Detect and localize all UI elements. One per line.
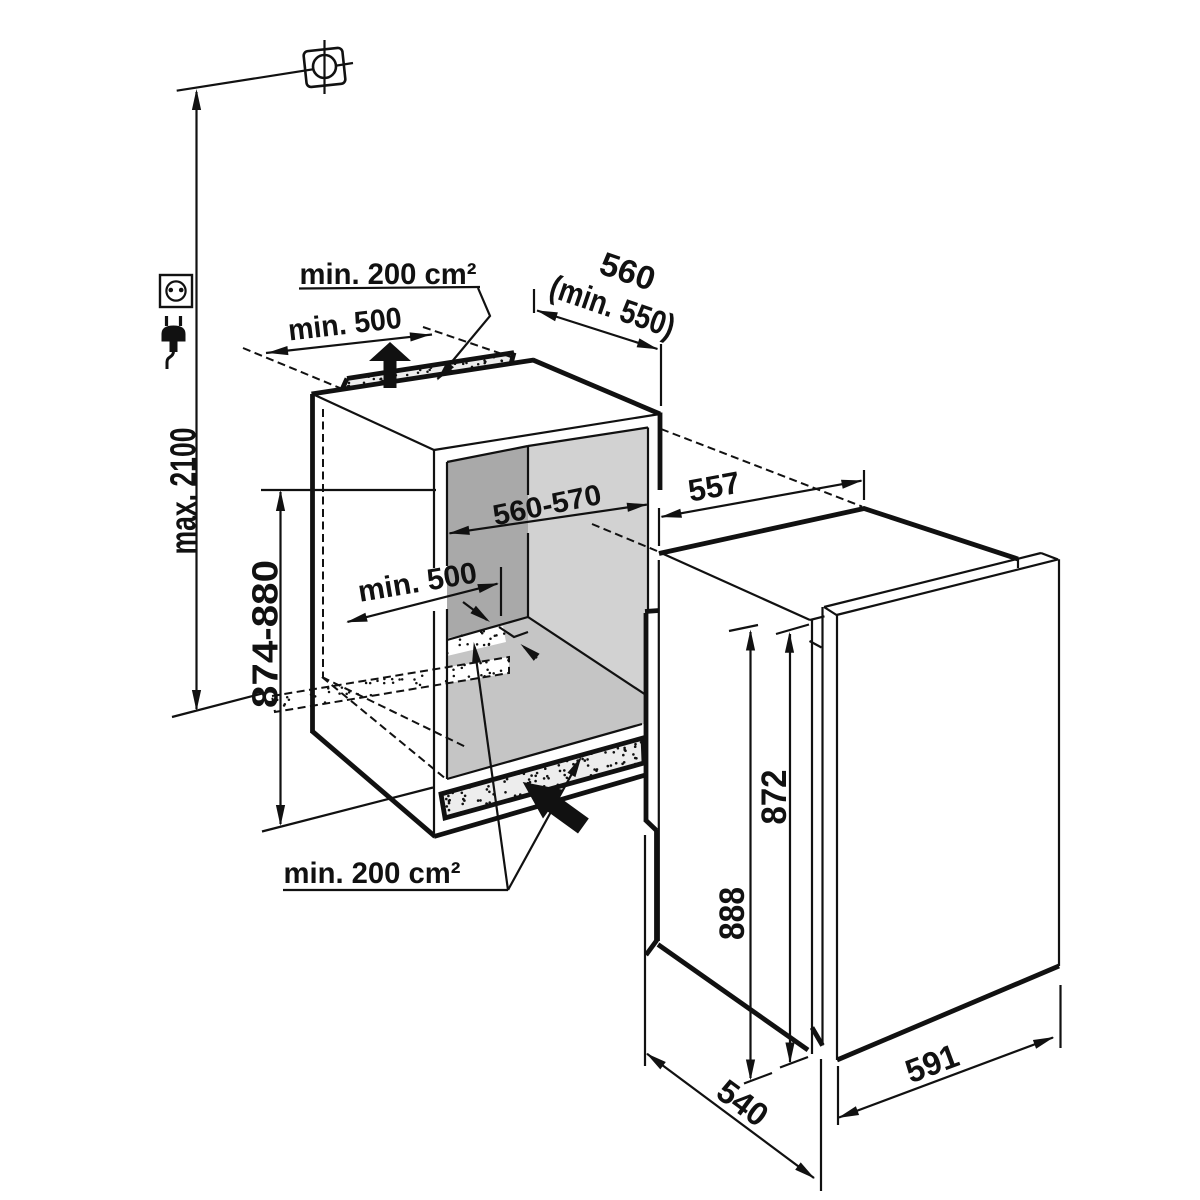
- svg-text:max. 2100: max. 2100: [163, 428, 204, 555]
- svg-text:540: 540: [710, 1072, 775, 1134]
- svg-text:872: 872: [755, 770, 794, 825]
- svg-text:min. 200 cm²: min. 200 cm²: [300, 258, 477, 291]
- svg-text:874-880: 874-880: [245, 560, 286, 708]
- svg-text:557: 557: [685, 465, 743, 509]
- svg-text:min. 200 cm²: min. 200 cm²: [284, 857, 461, 890]
- svg-text:888: 888: [713, 887, 752, 940]
- svg-text:591: 591: [900, 1036, 964, 1090]
